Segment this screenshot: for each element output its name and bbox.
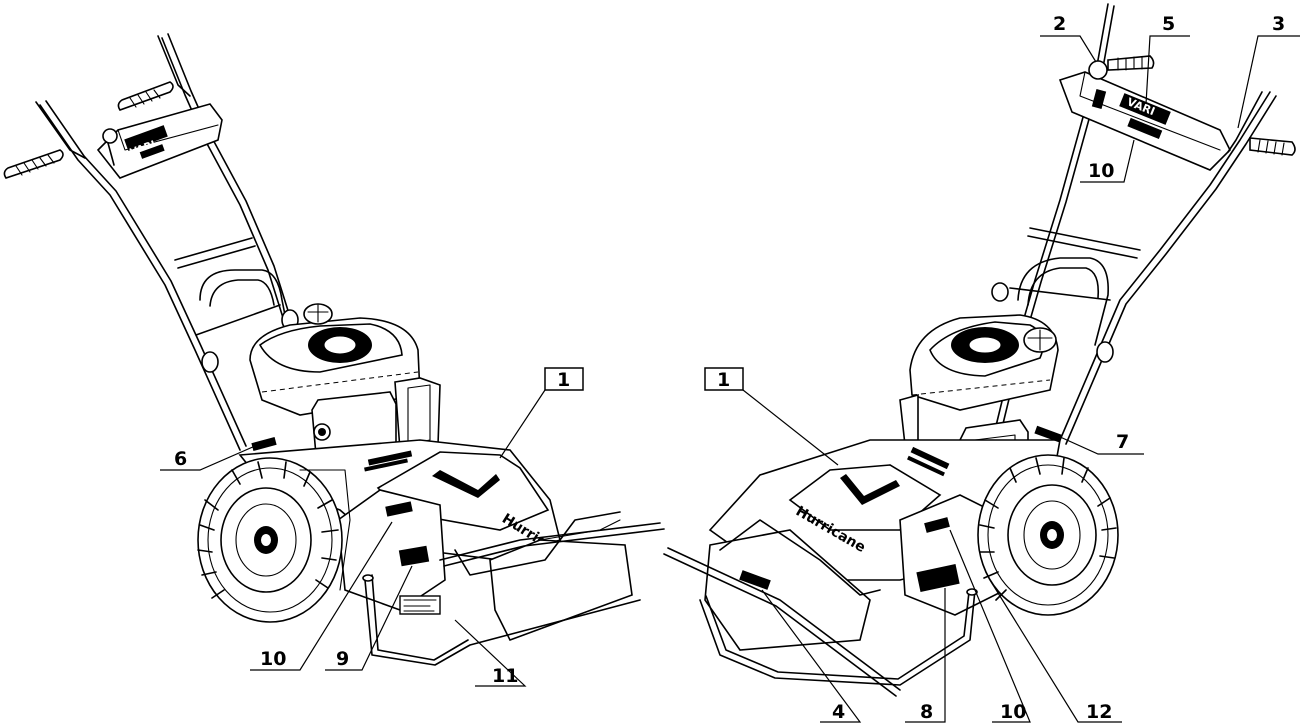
callout-left-6: 6: [160, 445, 256, 471]
callout-right-12: 12: [989, 579, 1122, 723]
callout-label: 9: [336, 648, 349, 670]
callout-left-9: 9: [325, 565, 413, 671]
left-engine: [249, 303, 441, 456]
callout-right-2: 2: [1040, 13, 1097, 63]
callout-label: 6: [174, 448, 187, 470]
callout-left-10: 10: [250, 521, 393, 671]
callout-right-8: 8: [905, 588, 946, 723]
callout-left-1: 1: [499, 367, 584, 459]
callout-right-4: 4: [761, 589, 862, 723]
callout-label: 10: [1000, 701, 1026, 723]
callout-left-11: 11: [454, 619, 527, 687]
callout-label: 1: [717, 369, 730, 391]
left-mower: VARI: [3, 33, 665, 666]
callout-label: 10: [260, 648, 286, 670]
right-wheel: [977, 454, 1119, 616]
right-callouts: 1 2 5 3 10 7 4 8: [704, 13, 1300, 723]
callout-right-10a: 10: [1080, 139, 1135, 183]
callout-label: 10: [1088, 160, 1114, 182]
callout-label: 11: [492, 665, 518, 687]
callout-right-7: 7: [1057, 431, 1144, 455]
callout-label: 1: [557, 369, 570, 391]
callout-label: 5: [1162, 13, 1175, 35]
callout-label: 4: [832, 701, 845, 723]
left-handlebar: VARI: [3, 33, 299, 451]
callout-label: 8: [920, 701, 933, 723]
callout-right-10b: 10: [949, 529, 1031, 723]
left-wheel: [197, 457, 351, 623]
callout-label: 3: [1272, 13, 1285, 35]
left-callouts: 1 6 10 9 11: [160, 367, 584, 687]
callout-right-5: 5: [1145, 13, 1190, 105]
callout-label: 7: [1116, 431, 1129, 453]
callout-label: 12: [1086, 701, 1112, 723]
callout-right-3: 3: [1237, 13, 1300, 129]
right-mower: VARI: [663, 3, 1296, 697]
callout-label: 2: [1053, 13, 1066, 35]
callout-right-1: 1: [704, 367, 839, 466]
